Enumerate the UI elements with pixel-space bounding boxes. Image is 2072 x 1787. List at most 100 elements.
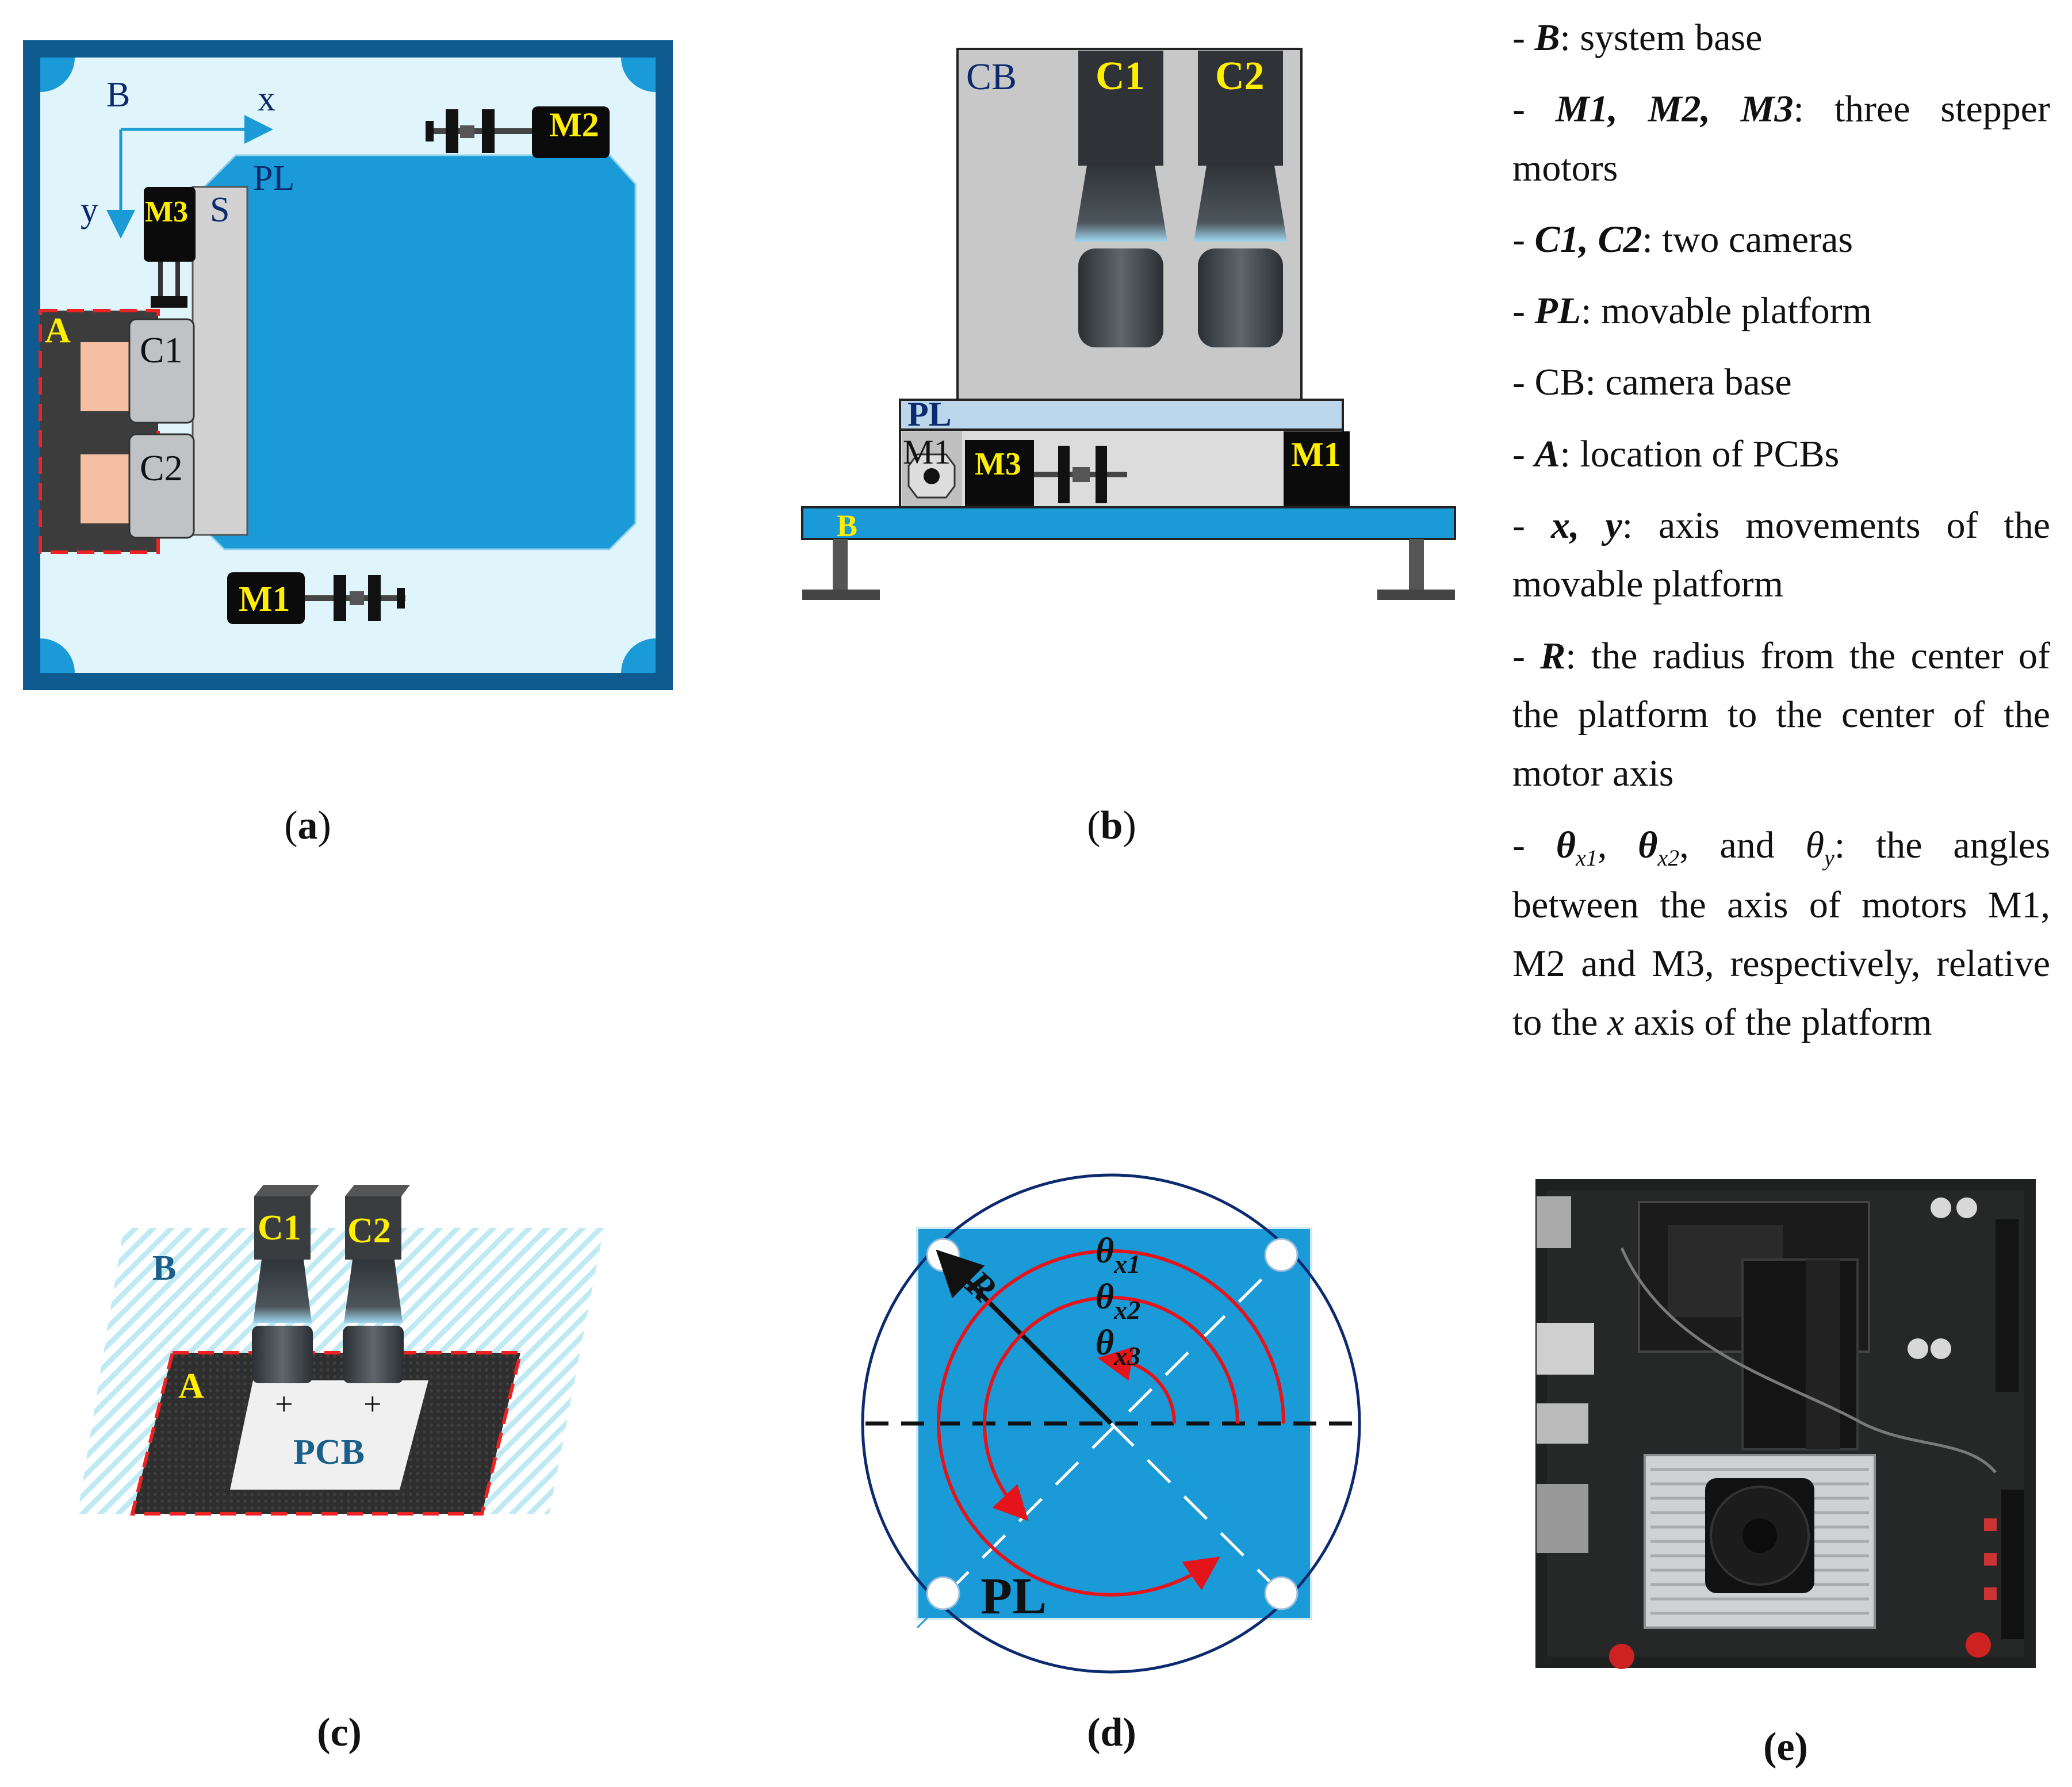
legend-x: x <box>1607 1001 1625 1044</box>
theta-symbol: θ <box>1096 1231 1114 1271</box>
legend-dash: - <box>1512 88 1556 131</box>
label-y: y <box>81 190 98 229</box>
theta-symbol: θ <box>1096 1277 1114 1317</box>
label-m1-left: M1 <box>903 433 951 471</box>
legend-key: C1, C2 <box>1534 218 1642 261</box>
legend: - B: system base - M1, M2, M3: three ste… <box>1512 9 2050 1065</box>
label-theta-x1: θx1 <box>1096 1231 1140 1279</box>
theta-subscript: y <box>1824 844 1834 871</box>
label-b: B <box>106 75 130 114</box>
motor-hole <box>926 1576 960 1610</box>
legend-text: : system base <box>1560 17 1763 59</box>
area-a-dashed-border <box>130 1351 523 1516</box>
label-m2: M2 <box>549 106 599 144</box>
label-c2: C2 <box>1215 54 1265 98</box>
label-c1: C1 <box>1096 54 1145 98</box>
legend-dash: - <box>1512 634 1541 677</box>
legend-text: : three stepper motors <box>1512 88 2051 189</box>
legend-item: - A: location of PCBs <box>1512 425 2050 484</box>
motor-m3-side <box>965 440 1034 509</box>
platform-pl-side <box>899 399 1344 431</box>
legend-dash: - <box>1512 290 1535 332</box>
panel-e-board-photo <box>1535 1179 2036 1669</box>
label-s: S <box>210 190 229 229</box>
camera-c1-top <box>128 318 195 424</box>
label-m3: M3 <box>975 446 1021 482</box>
motor-m1 <box>227 572 305 624</box>
legend-item: - PL: movable platform <box>1512 282 2050 340</box>
label-c1: C1 <box>258 1208 301 1248</box>
legend-key: M1, M2, M3 <box>1555 88 1794 131</box>
caption-b-letter: b <box>1101 803 1123 848</box>
camera-c2-body <box>345 1196 401 1260</box>
legend-key: B <box>1534 17 1560 59</box>
label-theta-x3: θx3 <box>1096 1323 1140 1371</box>
pcb-pad <box>81 454 132 523</box>
panel-d: R θx1 θx2 θx3 PL <box>861 1173 1361 1674</box>
radius-r-arrow <box>936 1249 1113 1425</box>
theta-subscript-x1: x1 <box>1113 1249 1140 1279</box>
legend-text: : the angles between the axis of motors … <box>1512 824 2051 1044</box>
camera-c1-side <box>1078 51 1163 166</box>
legend-key: A <box>1534 433 1560 475</box>
camera-c1-lens <box>1078 248 1163 347</box>
legend-dash: - <box>1512 433 1535 475</box>
legend-item: - R: the radius from the center of the p… <box>1512 627 2050 803</box>
theta-subscript: x1 <box>1576 844 1598 871</box>
legend-text: : the radius from the center of the plat… <box>1512 634 2050 795</box>
marker-plus-left: + <box>275 1387 293 1422</box>
theta-subscript-x3: x3 <box>1113 1341 1140 1371</box>
system-base-b <box>801 506 1456 540</box>
label-cb: CB <box>966 56 1017 98</box>
camera-c2-cone <box>1194 166 1287 242</box>
label-m3: M3 <box>145 196 188 228</box>
legend-text: : axis movements of the movable platform <box>1512 504 2051 606</box>
caption-e: (e) <box>1763 1725 1808 1769</box>
motor-m1-side <box>1284 431 1350 507</box>
legend-item: - B: system base <box>1512 9 2050 67</box>
label-pl: PL <box>981 1568 1047 1625</box>
legend-dash: - <box>1512 361 1535 404</box>
motor-m3 <box>144 187 196 262</box>
usb-port <box>1537 1323 1594 1375</box>
legend-separator: , and <box>1679 824 1806 866</box>
label-pcb: PCB <box>293 1433 365 1472</box>
motor-hole <box>1264 1238 1299 1272</box>
label-theta-x2: θx2 <box>1096 1277 1140 1325</box>
label-pl: PL <box>253 159 294 198</box>
caption-a-letter: a <box>298 803 318 848</box>
corner-mark <box>621 58 656 92</box>
angle-arc-x1 <box>936 1249 1285 1597</box>
angle-arc-x2 <box>983 1296 1239 1521</box>
area-a-dashed-border <box>39 309 160 554</box>
label-m1-right: M1 <box>1291 435 1341 473</box>
theta-symbol: θ <box>1638 824 1658 866</box>
slide-s <box>192 186 248 536</box>
label-m1: M1 <box>239 580 290 619</box>
camera-c1-cone <box>1074 166 1167 242</box>
corner-mark <box>40 58 75 92</box>
label-b: B <box>837 508 857 543</box>
legend-item: - CB: camera base <box>1512 353 2050 412</box>
legend-key: R <box>1540 634 1566 677</box>
camera-c1-lens <box>252 1326 313 1383</box>
legend-key: x, y <box>1550 504 1622 547</box>
legend-text: axis of the platform <box>1624 1001 1932 1044</box>
label-x: x <box>258 79 275 118</box>
motor-hole <box>1264 1576 1299 1610</box>
legend-item: - x, y: axis movements of the movable pl… <box>1512 496 2050 614</box>
caption-d: (d) <box>1087 1711 1136 1755</box>
marker-plus-right: + <box>363 1387 382 1422</box>
legend-item-theta: - θx1, θx2, and θy: the angles between t… <box>1512 816 2050 1053</box>
camera-c2-side <box>1198 51 1283 166</box>
motor-axis-circle <box>861 1173 1361 1674</box>
legend-text: CB: camera base <box>1534 361 1792 404</box>
diagonal-dashed <box>1110 1422 1282 1594</box>
legend-key: PL <box>1534 290 1581 332</box>
legend-text: : location of PCBs <box>1560 433 1840 475</box>
corner-mark <box>40 638 75 673</box>
caption-c: (c) <box>317 1711 362 1755</box>
label-c1: C1 <box>140 330 183 370</box>
platform-pl <box>200 154 637 550</box>
